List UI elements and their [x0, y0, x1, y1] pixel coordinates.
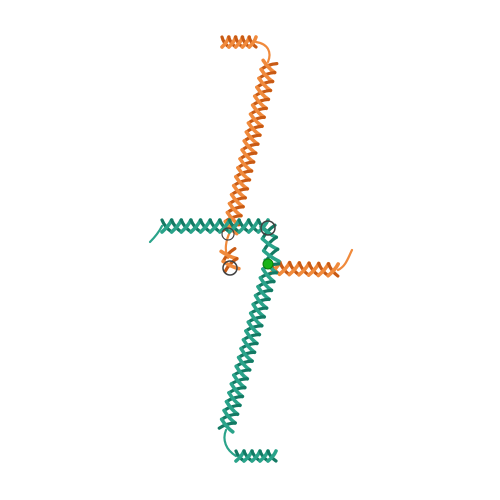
chain-a-helix-right-coil-front [326, 262, 340, 278]
helix-end-ring-2 [222, 260, 238, 276]
ligand-sphere [262, 258, 274, 270]
chain-a-helix-short [219, 247, 241, 273]
helix-end-ring-1 [260, 220, 276, 236]
chain-a-helix-right [268, 260, 340, 278]
chain-b-helix-bottom-coil-front [266, 449, 278, 463]
chain-b-helix-turn [259, 223, 281, 265]
chain-b-helix-bottom [234, 449, 278, 463]
chain-b-helix-long-coil-front [219, 417, 235, 434]
chain-a-loop-1 [254, 40, 271, 64]
chain-b-helix-turn-coil-front [261, 248, 281, 264]
chain-a-helix-long [221, 58, 279, 236]
chain-b-helix-left [160, 218, 270, 234]
chain-a-helix-top-coil-front [247, 35, 258, 49]
chain-b-loop-2 [223, 428, 238, 458]
helix-end-ring-3 [221, 227, 235, 241]
chain-b-loop-1 [148, 224, 164, 244]
chain-a-helix-top [220, 35, 258, 49]
chain-a-loop-3 [336, 248, 354, 272]
chain-b-helix-long [217, 258, 281, 434]
